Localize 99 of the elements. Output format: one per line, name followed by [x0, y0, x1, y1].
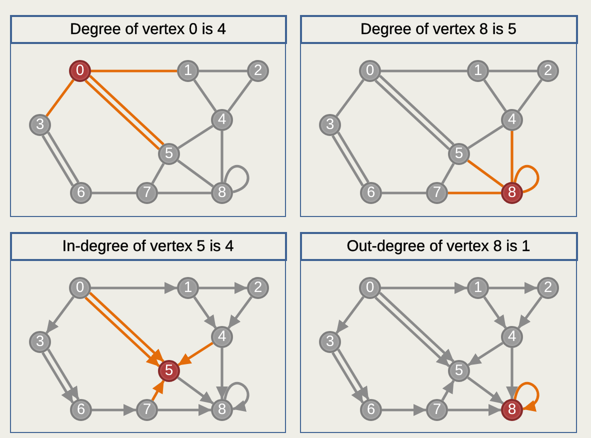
arrow [193, 296, 217, 329]
edge-line [381, 70, 467, 72]
edge-line [483, 79, 507, 112]
vertex-circle: 5 [448, 360, 470, 382]
vertex-circle: 7 [136, 182, 158, 204]
highlighted-vertex: 8 [501, 399, 523, 421]
vertex-circle: 4 [501, 326, 523, 348]
graph-panel [10, 232, 286, 433]
vertex-circle: 1 [177, 60, 199, 82]
arrow [483, 296, 507, 329]
panel-title: Degree of vertex 8 is 5 [300, 14, 578, 44]
edge-line [489, 70, 537, 72]
arrow [517, 296, 543, 329]
arrow [468, 342, 504, 366]
arrow [177, 376, 214, 405]
vertex-circle: 3 [319, 331, 341, 353]
vertex-circle: 4 [211, 326, 233, 348]
arrow [506, 348, 518, 400]
arrow [441, 380, 455, 402]
edge-line [42, 135, 74, 186]
arrow [46, 296, 74, 334]
edge-line [47, 132, 80, 183]
arrow [382, 404, 426, 416]
arrow [42, 352, 74, 404]
arrow [47, 348, 80, 400]
vertex-circle: 7 [136, 399, 158, 421]
vertex-circle: 8 [211, 182, 233, 204]
panel-title: Out-degree of vertex 8 is 1 [300, 232, 578, 260]
edge-line [337, 132, 370, 183]
vertex-circle: 6 [70, 182, 92, 204]
arrow [448, 404, 502, 416]
arrow [158, 404, 212, 416]
panel-title: In-degree of vertex 5 is 4 [10, 232, 286, 260]
edge-line [193, 79, 217, 112]
graph-panel [300, 15, 577, 217]
vertex-circle: 0 [69, 277, 91, 299]
vertex-circle: 5 [448, 143, 470, 165]
panel-title: Degree of vertex 0 is 4 [10, 14, 286, 44]
arrow [467, 376, 504, 405]
arrow [227, 296, 253, 329]
arrow [151, 380, 165, 402]
self-loop [224, 382, 250, 410]
edge-line [220, 131, 224, 182]
highlighted-vertex: 5 [158, 360, 180, 382]
edge-line [92, 192, 136, 194]
self-loop [514, 382, 540, 410]
vertex-circle: 6 [360, 399, 382, 421]
vertex-circle: 7 [426, 399, 448, 421]
edge-line [199, 70, 247, 72]
vertex-circle: 6 [70, 399, 92, 421]
vertex-circle: 7 [426, 182, 448, 204]
edge-line [332, 135, 364, 186]
edge-line [178, 124, 214, 150]
highlighted-vertex: 8 [501, 182, 523, 204]
edge-line [151, 162, 165, 184]
vertex-circle: 6 [360, 182, 382, 204]
edge-line [158, 192, 211, 194]
vertex-circle: 2 [537, 60, 559, 82]
edge-line [448, 192, 501, 194]
vertex-circle: 3 [29, 331, 51, 353]
vertex-circle: 3 [29, 114, 51, 136]
arrow [91, 282, 178, 294]
arrow [381, 282, 468, 294]
vertex-circle: 0 [359, 277, 381, 299]
highlighted-vertex: 0 [69, 60, 91, 82]
vertex-circle: 1 [467, 277, 489, 299]
arrow [337, 348, 370, 400]
edge-line [91, 70, 177, 72]
vertex-circle: 1 [177, 277, 199, 299]
arrow [489, 282, 538, 294]
vertex-circle: 0 [359, 60, 381, 82]
vertex-circle: 2 [247, 60, 269, 82]
vertex-circle: 4 [501, 109, 523, 131]
self-loop [224, 165, 250, 194]
edge-line [517, 79, 543, 112]
arrow [199, 282, 248, 294]
graph-panel [10, 15, 286, 217]
self-loop [514, 165, 540, 194]
vertex-circle: 5 [158, 143, 180, 165]
edge-line [382, 192, 426, 194]
arrow [92, 404, 136, 416]
vertex-circle: 4 [211, 109, 233, 131]
edge-line [336, 79, 364, 117]
edge-line [46, 79, 74, 117]
vertex-circle: 2 [247, 277, 269, 299]
edge-line [441, 162, 455, 184]
vertex-circle: 1 [467, 60, 489, 82]
edge-line [467, 159, 504, 188]
graph-panel [300, 232, 577, 433]
vertex-circle: 2 [537, 277, 559, 299]
edge-line [510, 131, 514, 182]
vertex-circle: 8 [211, 399, 233, 421]
arrow [332, 352, 364, 404]
edge-line [468, 124, 504, 150]
edge-line [177, 159, 214, 188]
arrow [336, 296, 364, 334]
arrow [178, 342, 214, 366]
vertex-circle: 3 [319, 114, 341, 136]
edge-line [227, 79, 253, 112]
